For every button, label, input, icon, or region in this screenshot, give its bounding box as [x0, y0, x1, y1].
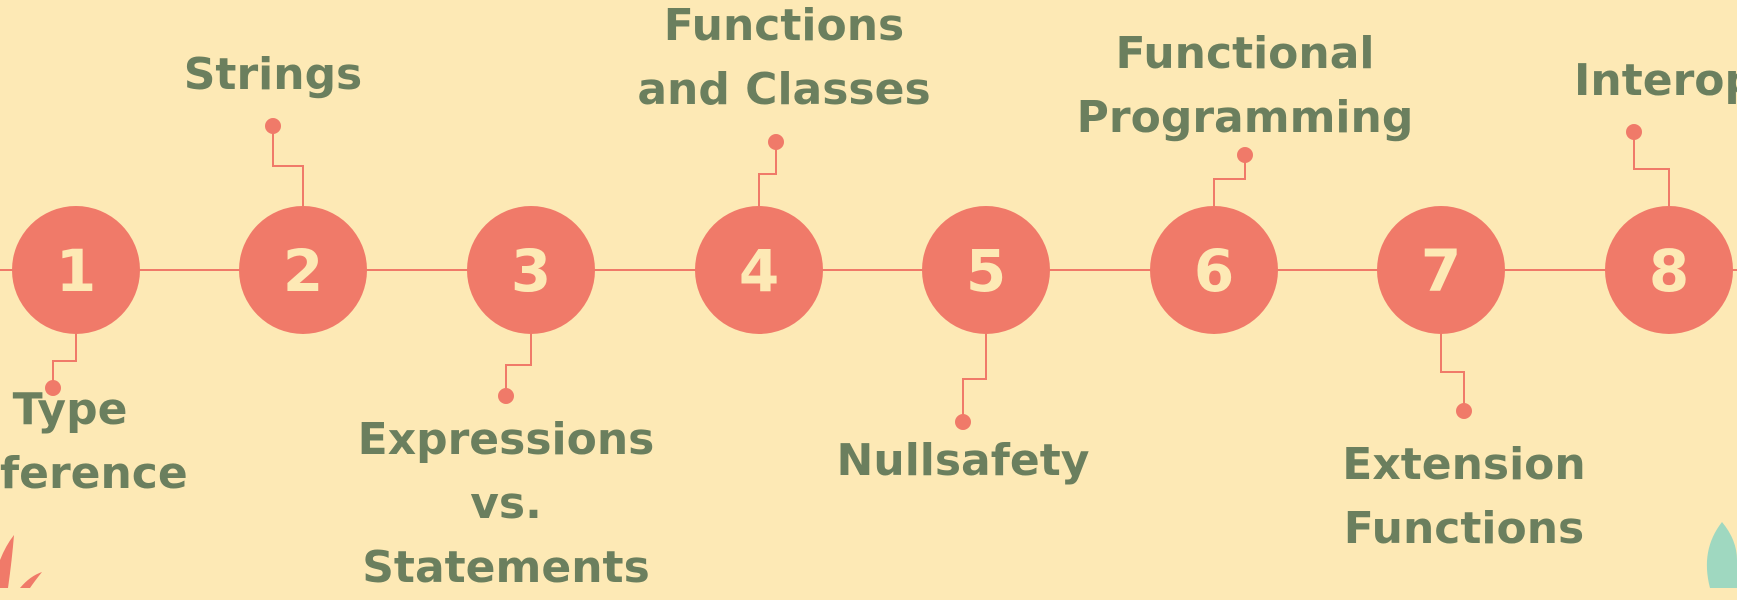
step-number-4: 4: [739, 237, 779, 305]
step-circle-4: [695, 206, 823, 334]
connector-dot-7: [1456, 403, 1472, 419]
step-label-8: Interop: [1445, 49, 1737, 113]
connector-line-4: [758, 142, 777, 206]
step-number-2: 2: [283, 237, 323, 305]
step-circle-5: [922, 206, 1050, 334]
step-label-line: Extension: [1342, 439, 1586, 490]
step-label-line: Expressions: [357, 414, 655, 465]
step-label-line: Programming: [1076, 92, 1414, 143]
connector-dot-2: [265, 118, 281, 134]
connector-line-3: [505, 334, 532, 396]
connector-line-2: [272, 126, 304, 206]
step-label-line: Type: [12, 384, 128, 435]
connector-line-1: [52, 334, 77, 388]
connector-dot-5: [955, 414, 971, 430]
step-circle-3: [467, 206, 595, 334]
step-label-line: Inference: [0, 448, 188, 499]
step-label-1: TypeInference: [0, 378, 290, 506]
step-label-line: Functions: [663, 0, 905, 51]
step-label-5: Nullsafety: [743, 429, 1183, 493]
step-number-3: 3: [511, 237, 551, 305]
connector-dot-8: [1626, 124, 1642, 140]
step-number-1: 1: [56, 237, 96, 305]
step-label-line: Functions: [1343, 503, 1585, 554]
connector-line-7: [1440, 334, 1465, 411]
step-number-7: 7: [1421, 237, 1461, 305]
step-label-4: Functions and Classes: [564, 0, 1004, 122]
step-label-line: Interop: [1574, 55, 1737, 106]
step-label-line: Nullsafety: [836, 435, 1090, 486]
step-number-8: 8: [1649, 237, 1689, 305]
leaf-decoration-right: [1706, 522, 1737, 588]
step-label-3: Expressions vs. Statements: [286, 408, 726, 600]
step-number-6: 6: [1194, 237, 1234, 305]
connector-line-8: [1633, 132, 1670, 206]
step-circle-2: [239, 206, 367, 334]
leaf-decoration-left: [0, 535, 14, 588]
step-label-line: Functional: [1115, 28, 1375, 79]
connector-line-6: [1213, 155, 1246, 206]
step-label-line: vs.: [470, 478, 542, 529]
step-circle-8: [1605, 206, 1733, 334]
step-circle-6: [1150, 206, 1278, 334]
connector-dot-3: [498, 388, 514, 404]
step-label-line: Statements: [362, 542, 650, 593]
connector-dot-1: [45, 380, 61, 396]
connector-dot-6: [1237, 147, 1253, 163]
leaf-decoration-left-small: [20, 572, 42, 588]
step-circle-1: [12, 206, 140, 334]
connector-dot-4: [768, 134, 784, 150]
step-circle-7: [1377, 206, 1505, 334]
connector-line-5: [962, 334, 987, 422]
step-label-2: Strings: [53, 43, 493, 107]
step-number-5: 5: [966, 237, 1006, 305]
step-label-line: and Classes: [637, 64, 931, 115]
step-label-line: Strings: [183, 49, 363, 100]
